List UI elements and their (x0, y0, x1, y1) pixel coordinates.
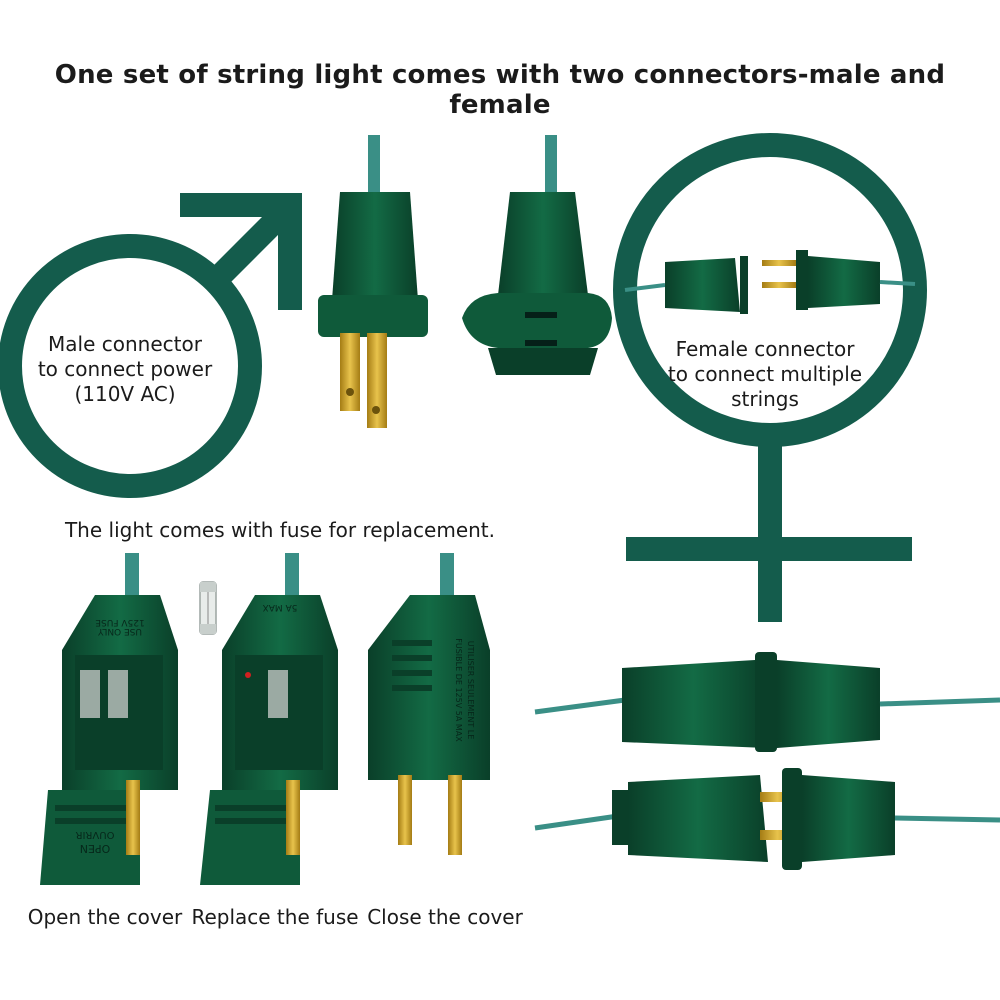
fusible-text: FUSIBLE DE 125V 5A MAX (454, 638, 463, 742)
caption-replace-fuse: Replace the fuse (191, 905, 359, 929)
closed-cover-plug-image (368, 553, 490, 855)
separated-plugs-image (534, 768, 1000, 870)
female-label-line: to connect multiple (667, 362, 863, 386)
female-connector-label: Female connector to connect multiple str… (640, 337, 890, 412)
caption-open-cover: Open the cover (27, 905, 183, 929)
connector-pair-image (624, 250, 916, 314)
utiliser-text: UTILISER SEULEMENT LE (466, 641, 475, 740)
connected-plugs-image (534, 652, 1000, 752)
replace-fuse-plug-image (200, 553, 338, 885)
female-socket-image (462, 135, 612, 375)
male-label-line: Male connector (48, 332, 202, 356)
open-text: OPEN (80, 842, 110, 855)
male-symbol-icon (0, 193, 302, 498)
female-label-line: strings (731, 387, 799, 411)
fuse-icon (199, 581, 217, 635)
use-only-text: USE ONLY (98, 626, 142, 636)
fuse-note: The light comes with fuse for replacemen… (64, 518, 496, 542)
page-title: One set of string light comes with two c… (54, 60, 946, 120)
ouvrir-text: OUVRIR (76, 829, 115, 840)
open-cover-plug-image (40, 553, 178, 885)
male-label-line: (110V AC) (74, 382, 176, 406)
caption-close-cover: Close the cover (367, 905, 523, 929)
fuse-rating-text: 125V FUSE (95, 617, 145, 627)
male-label-line: to connect power (37, 357, 213, 381)
male-connector-label: Male connector to connect power (110V AC… (20, 332, 230, 407)
amp-text: 5A MAX (263, 602, 298, 612)
female-label-line: Female connector (675, 337, 855, 361)
male-plug-image (318, 135, 428, 428)
